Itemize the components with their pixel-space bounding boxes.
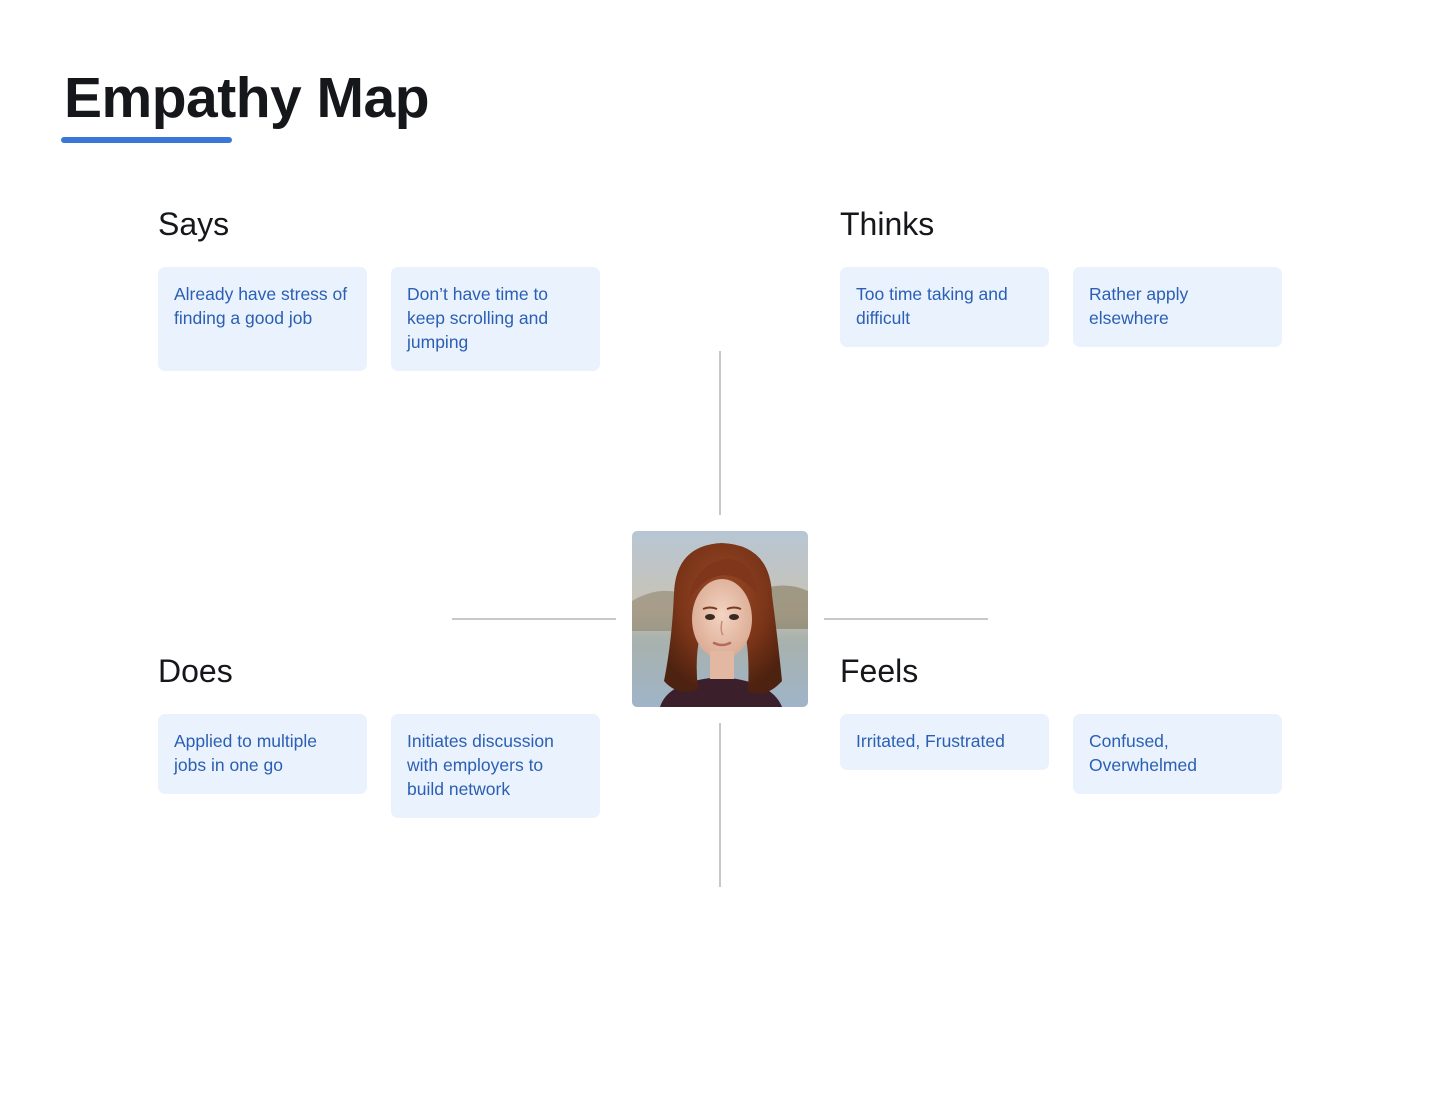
title-underline bbox=[61, 137, 232, 143]
says-heading: Says bbox=[158, 206, 230, 242]
says-note-2[interactable]: Don’t have time to keep scrolling and ju… bbox=[391, 267, 600, 371]
page-title: Empathy Map bbox=[64, 66, 430, 130]
does-heading: Does bbox=[158, 653, 233, 689]
divider-right bbox=[824, 618, 988, 620]
thinks-note-2[interactable]: Rather apply elsewhere bbox=[1073, 267, 1282, 347]
thinks-heading: Thinks bbox=[840, 206, 935, 242]
feels-note-2[interactable]: Confused, Overwhelmed bbox=[1073, 714, 1282, 794]
thinks-note-1[interactable]: Too time taking and difficult bbox=[840, 267, 1049, 347]
persona-avatar bbox=[632, 531, 808, 707]
feels-note-1[interactable]: Irritated, Frustrated bbox=[840, 714, 1049, 770]
does-note-1[interactable]: Applied to multiple jobs in one go bbox=[158, 714, 367, 794]
divider-left bbox=[452, 618, 616, 620]
does-note-2[interactable]: Initiates discussion with employers to b… bbox=[391, 714, 600, 818]
says-note-1[interactable]: Already have stress of finding a good jo… bbox=[158, 267, 367, 371]
divider-top bbox=[719, 351, 721, 515]
feels-heading: Feels bbox=[840, 653, 919, 689]
divider-bottom bbox=[719, 723, 721, 887]
person-portrait-icon bbox=[632, 531, 808, 707]
